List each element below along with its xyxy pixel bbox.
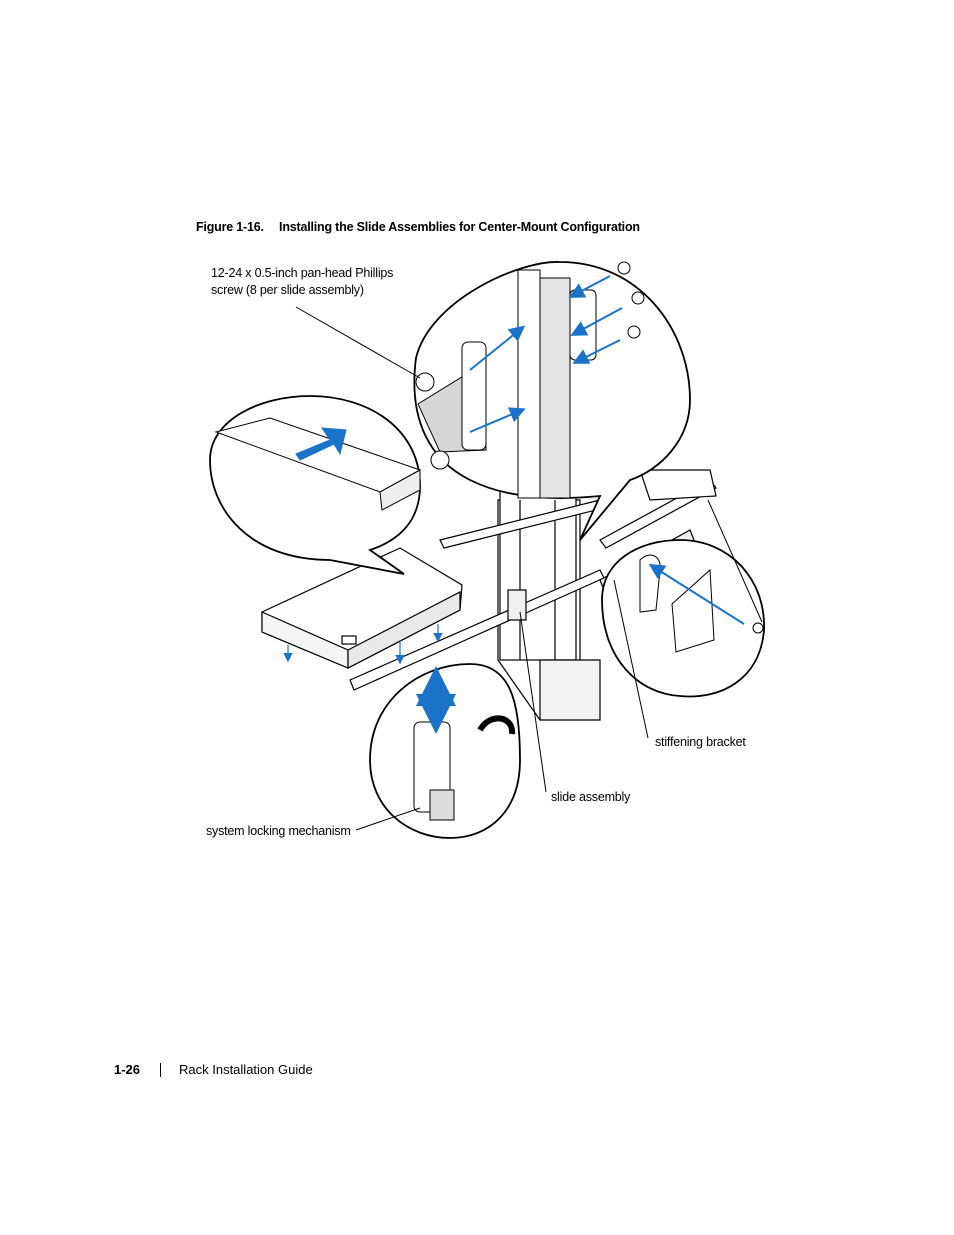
figure-caption: Figure 1-16. Installing the Slide Assemb…: [196, 220, 640, 234]
locking-detail-magnifier: [369, 663, 521, 839]
chassis-alignment-arrows: [283, 624, 443, 665]
rack-post: [497, 489, 601, 721]
system-locking-callout: system locking mechanism: [206, 824, 351, 838]
bracket-detail-magnifier: [601, 539, 765, 698]
footer-separator: [160, 1063, 161, 1077]
screw-callout: 12-24 x 0.5-inch pan-head Phillips screw…: [211, 265, 393, 299]
stiffening-bracket-callout: stiffening bracket: [655, 735, 746, 749]
figure-number: Figure 1-16.: [196, 220, 264, 234]
figure-title: Installing the Slide Assemblies for Cent…: [279, 220, 640, 234]
callout-leader-lines: [295, 306, 763, 831]
page-number: 1-26: [114, 1062, 141, 1077]
screw-detail-magnifier: [413, 261, 691, 541]
slide-detail-magnifier: [209, 395, 422, 575]
server-chassis: [261, 547, 463, 669]
screw-callout-line2: screw (8 per slide assembly): [211, 283, 364, 297]
guide-title: Rack Installation Guide: [179, 1062, 313, 1077]
screw-callout-line1: 12-24 x 0.5-inch pan-head Phillips: [211, 266, 394, 280]
slide-assembly-callout: slide assembly: [551, 790, 631, 804]
